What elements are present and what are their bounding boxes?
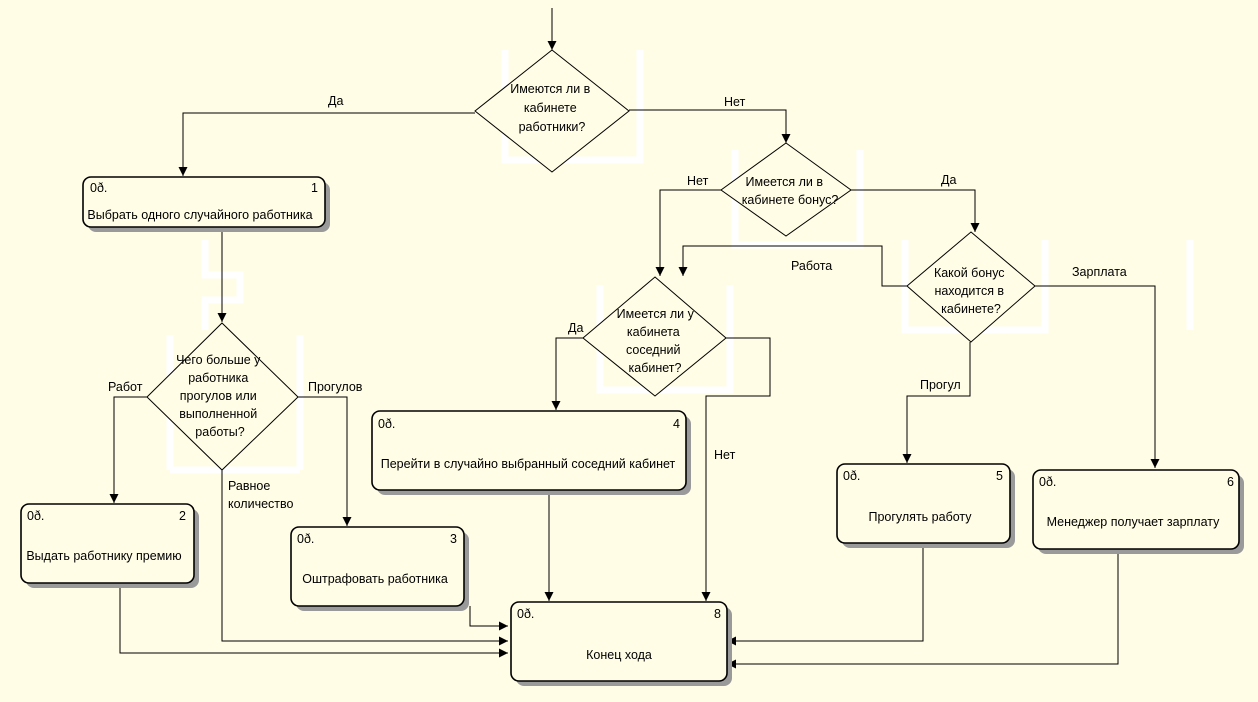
connector-b2-b8 xyxy=(119,583,508,658)
label-no-d4: Нет xyxy=(714,448,736,462)
label-salary-d3: Зарплата xyxy=(1072,265,1127,279)
decision-shape xyxy=(146,322,299,471)
label-yes-d4: Да xyxy=(568,321,583,335)
box-ref: 0ð. xyxy=(90,181,107,195)
connector-d4-yes xyxy=(551,337,583,410)
box-label: Оштрафовать работника xyxy=(302,572,448,586)
box-ref: 0ð. xyxy=(378,417,395,431)
label-no-d2: Нет xyxy=(687,174,709,188)
process-box-5: 0ð. 5 Прогулять работу xyxy=(836,463,1015,548)
process-box-3: 0ð. 3 Оштрафовать работника xyxy=(290,526,469,611)
box-ref: 0ð. xyxy=(297,532,314,546)
connector-b5-b8 xyxy=(727,543,924,646)
decision-text: Имеется ли у кабинета соседний кабинет? xyxy=(617,307,698,375)
label-work-d5: Работ xyxy=(108,380,143,394)
connector-d5-skip xyxy=(296,396,352,526)
label-equal-d5-line2: количество xyxy=(228,497,294,511)
box-number: 2 xyxy=(179,509,186,523)
box-label: Выбрать одного случайного работника xyxy=(87,208,312,222)
label-skip-d3: Прогул xyxy=(920,378,961,392)
connector-d3-work xyxy=(678,245,908,287)
box-frame xyxy=(20,503,195,584)
box-frame xyxy=(836,463,1011,544)
process-box-8: 0ð. 8 Конец хода xyxy=(510,601,732,686)
label-no-d1: Нет xyxy=(724,95,746,109)
box-number: 3 xyxy=(450,532,457,546)
box-label: Менеджер получает зарплату xyxy=(1047,515,1221,529)
process-box-1: 0ð. 1 Выбрать одного случайного работник… xyxy=(82,176,330,232)
box-label: Выдать работнику премию xyxy=(26,549,181,563)
decision-d2: Имеется ли в кабинете бонус? xyxy=(720,142,852,237)
decision-shape xyxy=(582,276,727,397)
box-frame xyxy=(371,410,687,491)
box-label: Конец хода xyxy=(586,648,652,662)
connector-d3-salary xyxy=(1035,285,1160,468)
decision-d4: Имеется ли у кабинета соседний кабинет? xyxy=(582,276,727,397)
label-work-d3: Работа xyxy=(791,259,832,273)
box-number: 1 xyxy=(311,181,318,195)
box-label: Перейти в случайно выбранный соседний ка… xyxy=(381,457,676,471)
box-number: 5 xyxy=(996,469,1003,483)
label-yes-d2: Да xyxy=(941,173,956,187)
box-label: Прогулять работу xyxy=(868,510,972,524)
box-number: 6 xyxy=(1227,475,1234,489)
connector-d1-yes xyxy=(178,112,475,176)
process-box-2: 0ð. 2 Выдать работнику премию xyxy=(20,503,199,588)
connector-b6-b8 xyxy=(727,550,1119,669)
box-ref: 0ð. xyxy=(517,607,534,621)
label-skips-d5: Прогулов xyxy=(308,380,363,394)
box-number: 8 xyxy=(714,607,721,621)
decision-shape xyxy=(720,142,852,237)
box-frame xyxy=(510,601,728,682)
decision-d1: Имеются ли в кабинете работники? xyxy=(474,49,630,173)
decision-shape xyxy=(474,49,630,173)
box-ref: 0ð. xyxy=(27,509,44,523)
box-ref: 0ð. xyxy=(1039,475,1056,489)
connector-d2-yes xyxy=(850,189,980,232)
connector-d2-no xyxy=(655,189,722,276)
connector-d5-work xyxy=(109,396,148,503)
decision-shape xyxy=(906,231,1036,343)
box-frame xyxy=(82,176,326,228)
connector-labels: Да Нет Нет Да Работа Зарплата Да Нет Про… xyxy=(108,94,1127,511)
process-box-6: 0ð. 6 Менеджер получает зарплату xyxy=(1032,469,1244,554)
connector-d5-equal xyxy=(221,470,508,646)
box-number: 4 xyxy=(673,417,680,431)
process-box-4: 0ð. 4 Перейти в случайно выбранный сосед… xyxy=(371,410,691,495)
label-yes-d1: Да xyxy=(328,94,343,108)
connector-d1-no xyxy=(629,109,791,143)
decision-text: Имеются ли в кабинете работники? xyxy=(510,82,594,134)
box-frame xyxy=(290,526,465,607)
decision-text: Имеется ли в кабинете бонус? xyxy=(742,175,839,207)
connector-d4-no xyxy=(701,337,771,601)
connector-b3-b8 xyxy=(469,606,508,631)
box-ref: 0ð. xyxy=(843,469,860,483)
label-equal-d5-line1: Равное xyxy=(228,479,270,493)
box-frame xyxy=(1032,469,1240,550)
decision-text: Какой бонус находится в кабинете? xyxy=(934,266,1008,316)
decision-d3: Какой бонус находится в кабинете? xyxy=(906,231,1036,343)
decision-d5: Чего больше у работника прогулов или вып… xyxy=(146,322,299,471)
connector-d3-skip xyxy=(902,342,971,463)
decision-text: Чего больше у работника прогулов или вып… xyxy=(176,353,264,439)
connectors xyxy=(109,8,1160,669)
